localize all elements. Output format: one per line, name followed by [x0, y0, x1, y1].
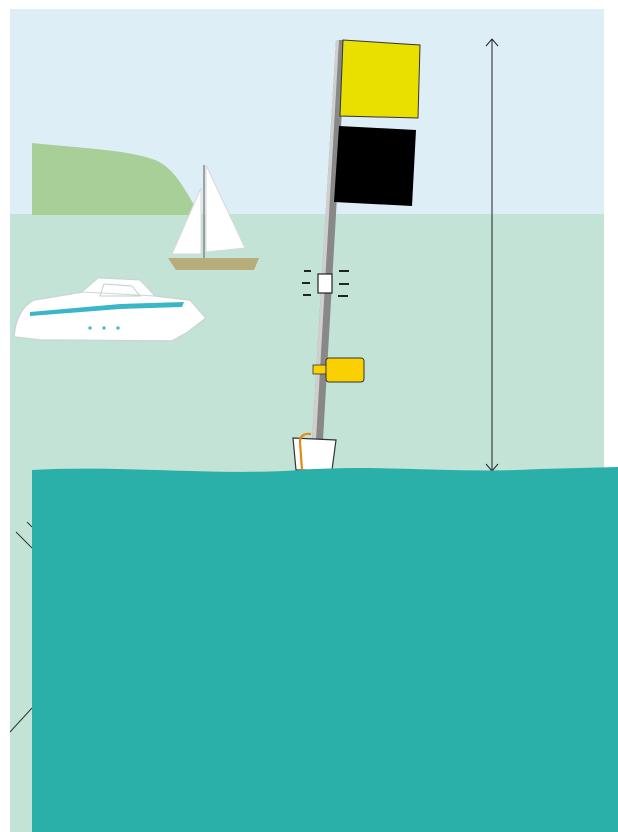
sailboat-hull	[168, 258, 259, 270]
base-float	[293, 434, 336, 470]
flag-black	[334, 126, 416, 206]
flag-yellow	[340, 40, 420, 118]
water-body	[32, 467, 618, 832]
left-margin	[10, 470, 34, 832]
